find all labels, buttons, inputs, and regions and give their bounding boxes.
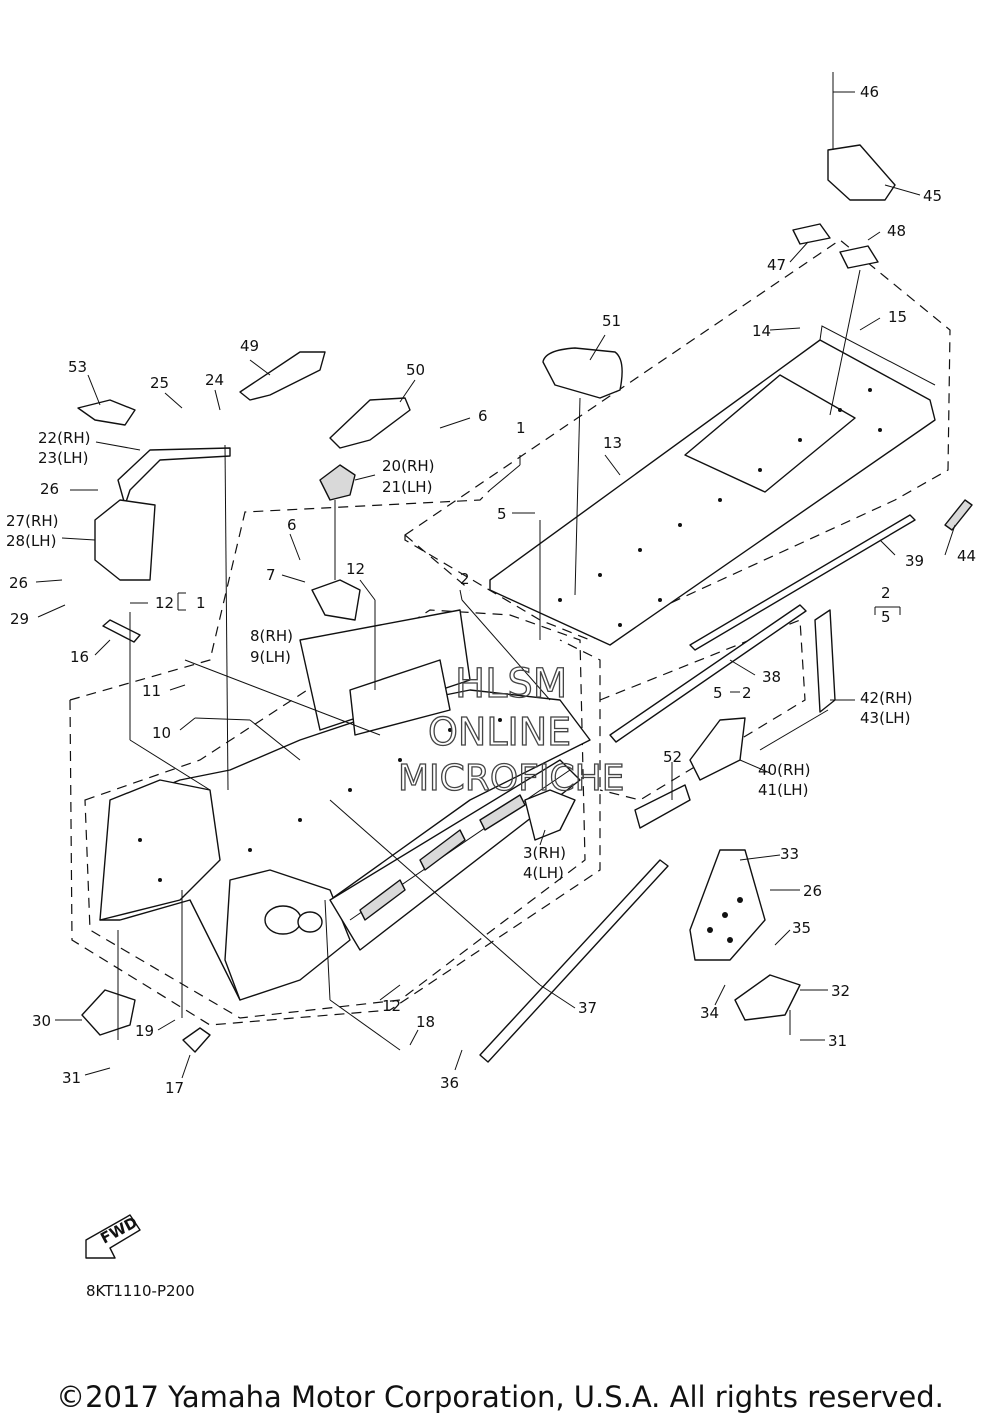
callout-24: 24 — [205, 371, 224, 389]
callout-26-a: 26 — [40, 480, 59, 498]
callout-29: 29 — [10, 610, 29, 628]
callout-18: 18 — [416, 1013, 435, 1031]
watermark-line-1: HLSM — [455, 661, 567, 707]
callout-30: 30 — [32, 1012, 51, 1030]
callout-49: 49 — [240, 337, 259, 355]
callout-4-lh: 4(LH) — [523, 864, 564, 882]
leader-lines — [35, 91, 956, 1079]
callout-43-lh: 43(LH) — [860, 709, 910, 727]
chassis-frame — [99, 609, 591, 1001]
callout-32: 32 — [831, 982, 850, 1000]
callout-15: 15 — [888, 308, 907, 326]
callout-5-c: 5 — [713, 684, 723, 702]
callout-36: 36 — [440, 1074, 459, 1092]
callout-42-rh: 42(RH) — [860, 689, 913, 707]
callout-34: 34 — [700, 1004, 719, 1022]
callout-39: 39 — [905, 552, 924, 570]
callout-23-lh: 23(LH) — [38, 449, 88, 467]
callout-21-lh: 21(LH) — [382, 478, 432, 496]
callout-48: 48 — [887, 222, 906, 240]
callout-50: 50 — [406, 361, 425, 379]
callout-12-c: 12 — [382, 997, 401, 1015]
tunnel-top-plate — [489, 325, 936, 646]
callout-41-lh: 41(LH) — [758, 781, 808, 799]
callout-3-rh: 3(RH) — [523, 844, 566, 862]
watermark-line-2: ONLINE — [428, 710, 571, 754]
copyright-notice: ©2017 Yamaha Motor Corporation, U.S.A. A… — [56, 1380, 944, 1414]
callout-26-b: 26 — [9, 574, 28, 592]
callout-35: 35 — [792, 919, 811, 937]
callout-11: 11 — [142, 682, 161, 700]
callout-12-a: 12 — [346, 560, 365, 578]
callout-19: 19 — [135, 1022, 154, 1040]
callout-12-b: 12 — [155, 594, 174, 612]
callout-28-lh: 28(LH) — [6, 532, 56, 550]
callout-37: 37 — [578, 999, 597, 1017]
callout-25: 25 — [150, 374, 169, 392]
callout-5-a: 5 — [497, 505, 507, 523]
callout-9-lh: 9(LH) — [250, 648, 291, 666]
callout-22-rh: 22(RH) — [38, 429, 91, 447]
callouts: 46 45 47 48 14 15 51 49 50 53 25 24 6 1 … — [6, 83, 976, 1097]
callout-7: 7 — [266, 566, 276, 584]
callout-27-rh: 27(RH) — [6, 512, 59, 530]
callout-46: 46 — [860, 83, 879, 101]
callout-2-c: 2 — [742, 684, 752, 702]
watermark-line-3: MICROFICHE — [398, 758, 624, 799]
callout-44: 44 — [957, 547, 976, 565]
callout-31-b: 31 — [828, 1032, 847, 1050]
callout-6-top: 6 — [478, 407, 488, 425]
callout-6-b: 6 — [287, 516, 297, 534]
callout-45: 45 — [923, 187, 942, 205]
callout-20-rh: 20(RH) — [382, 457, 435, 475]
part-code: 8KT1110-P200 — [86, 1282, 195, 1300]
callout-8-rh: 8(RH) — [250, 627, 293, 645]
callout-38: 38 — [762, 668, 781, 686]
callout-5-b: 5 — [881, 608, 891, 626]
watermark: HLSM ONLINE MICROFICHE — [397, 660, 625, 799]
callout-17: 17 — [165, 1079, 184, 1097]
callout-13: 13 — [603, 434, 622, 452]
assembly-outlines — [69, 239, 951, 1026]
callout-1-b: 1 — [196, 594, 206, 612]
callout-16: 16 — [70, 648, 89, 666]
small-parts — [77, 72, 973, 1259]
callout-2-a: 2 — [460, 570, 470, 588]
callout-26-c: 26 — [803, 882, 822, 900]
callout-14: 14 — [752, 322, 771, 340]
callout-52: 52 — [663, 748, 682, 766]
callout-51: 51 — [602, 312, 621, 330]
callout-31-a: 31 — [62, 1069, 81, 1087]
callout-40-rh: 40(RH) — [758, 761, 811, 779]
callout-33: 33 — [780, 845, 799, 863]
callout-1-top: 1 — [516, 419, 526, 437]
callout-47: 47 — [767, 256, 786, 274]
callout-10: 10 — [152, 724, 171, 742]
callout-2-b: 2 — [881, 584, 891, 602]
callout-53: 53 — [68, 358, 87, 376]
